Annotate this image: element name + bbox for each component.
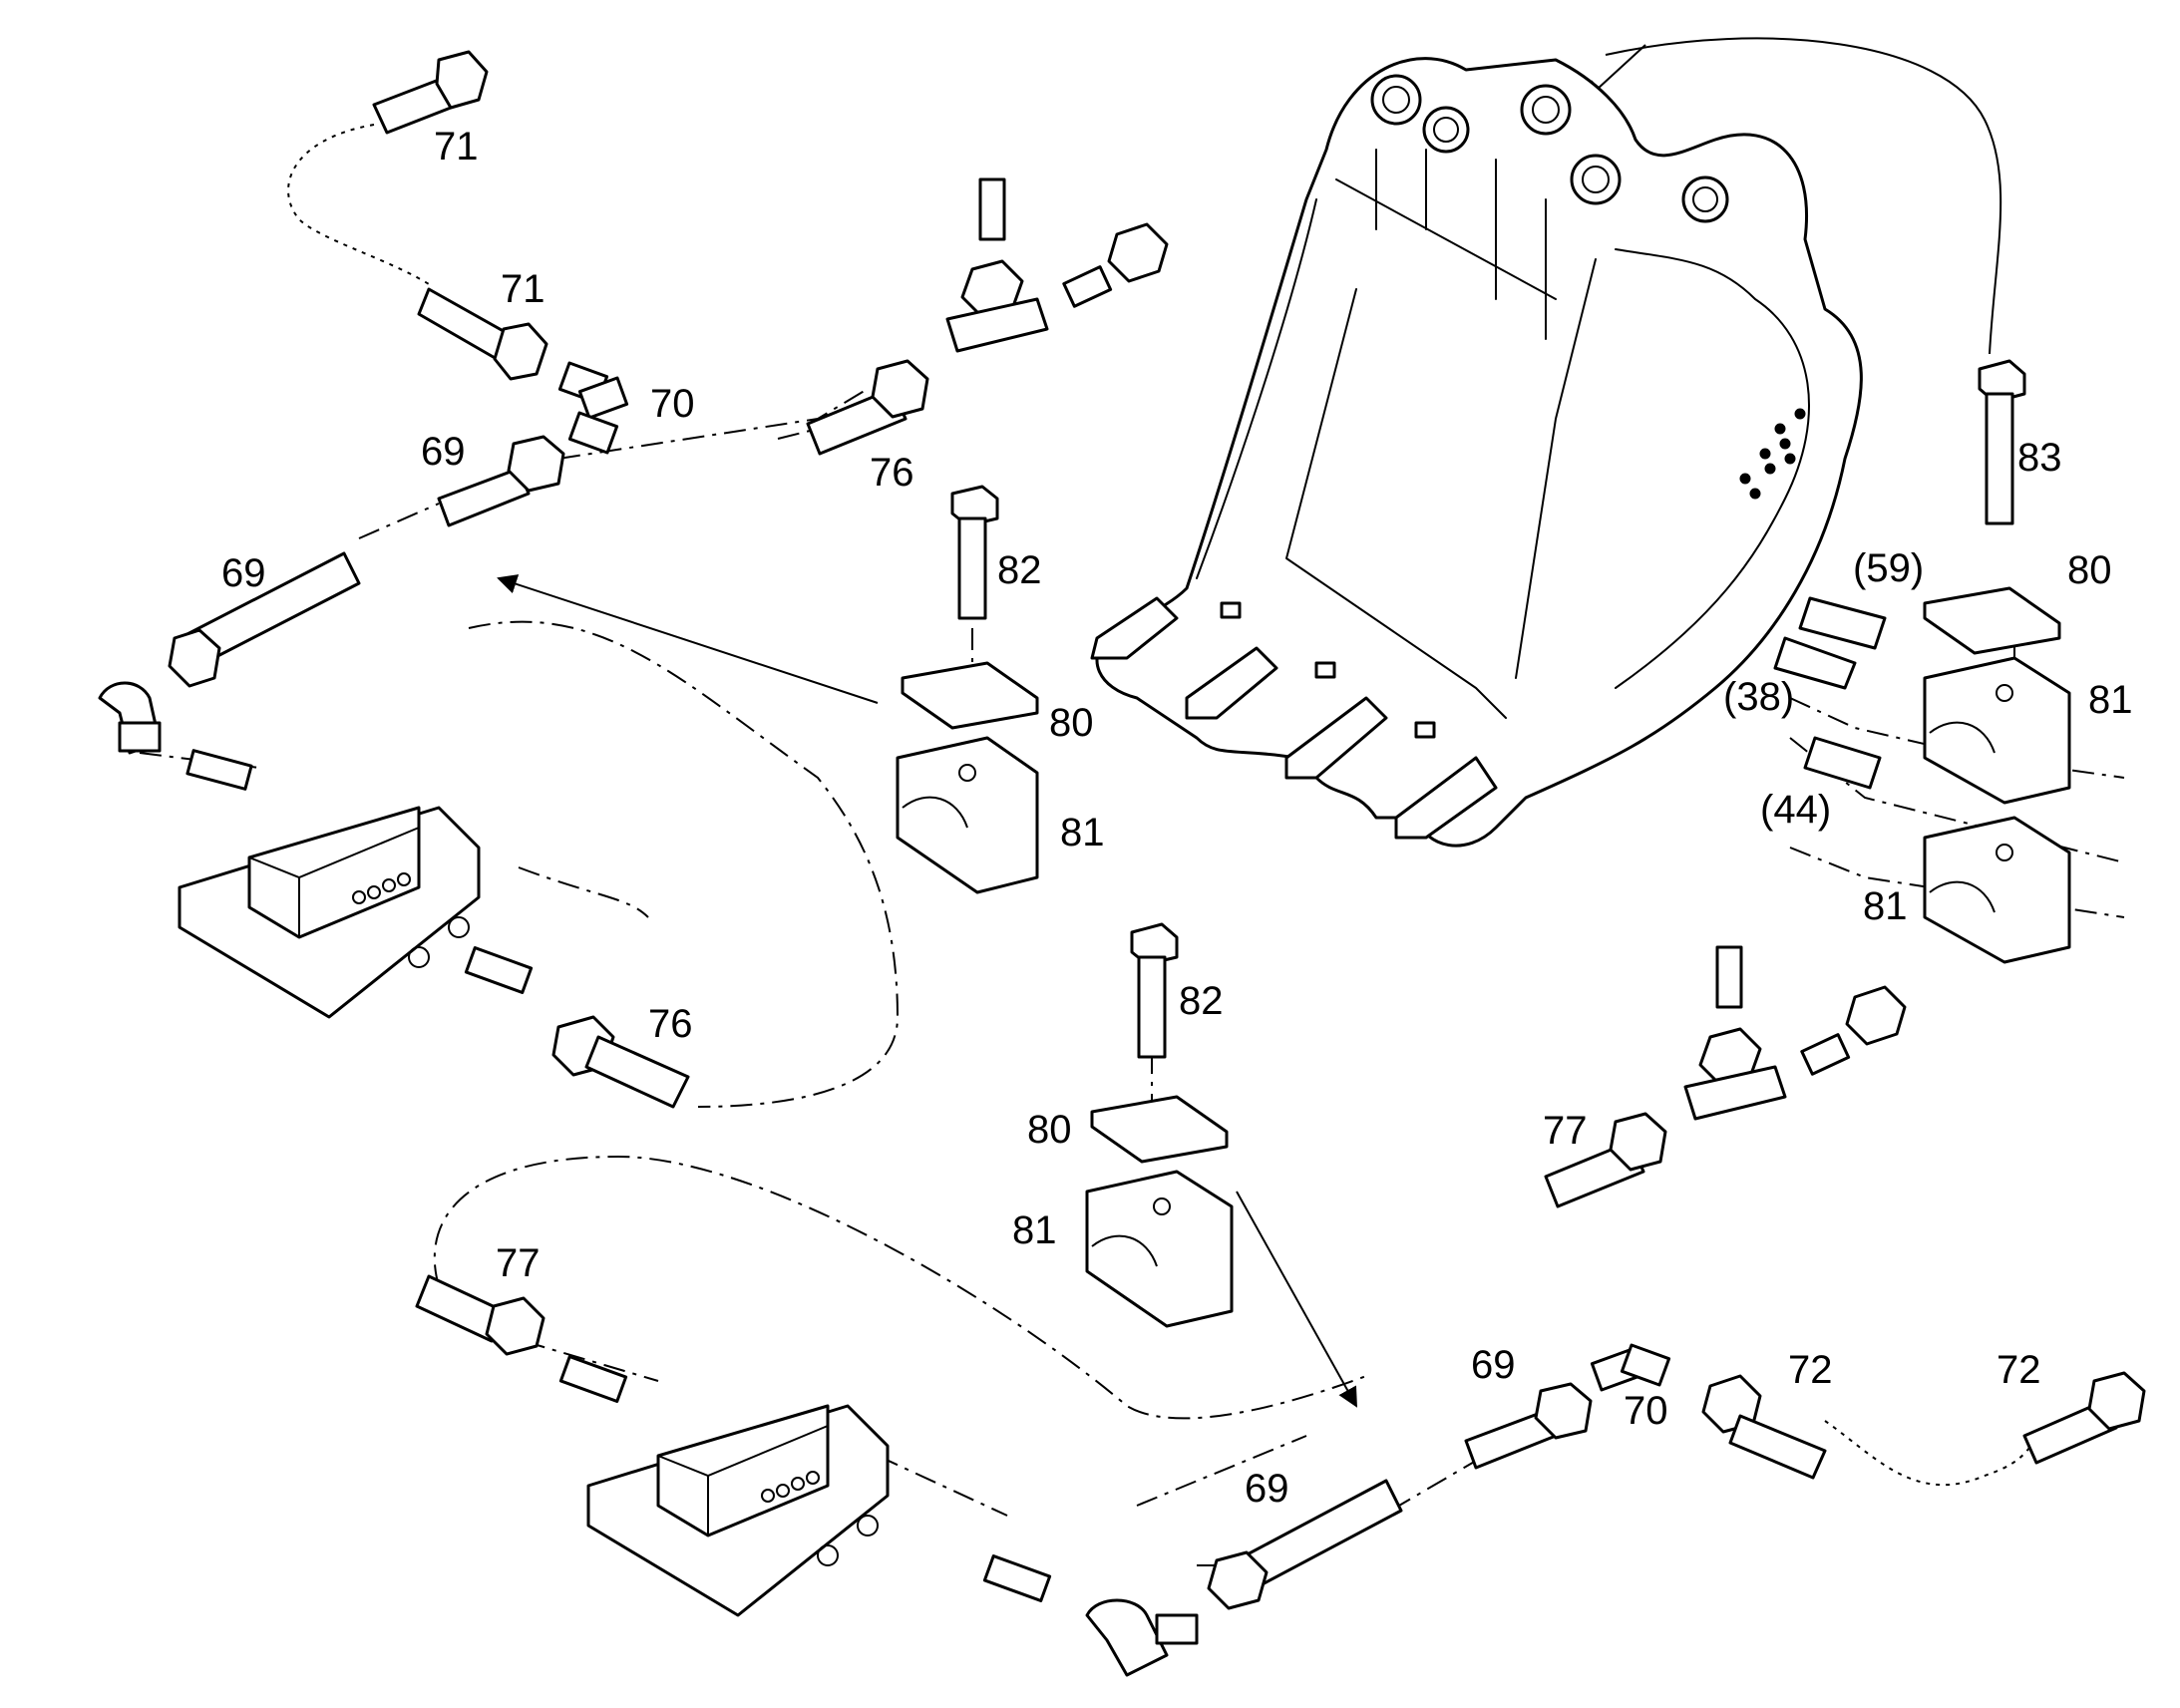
- fitting-hose-end-77-right: [1544, 1112, 1667, 1208]
- fitting-adapter-left: [185, 749, 253, 791]
- fitting-hose-69-long: [168, 551, 361, 688]
- bucket: [1090, 57, 1863, 848]
- callout-44: (44): [1760, 788, 1831, 832]
- callout-59: (59): [1853, 546, 1924, 590]
- plate-80-upper: [901, 661, 1039, 730]
- manifold-block-upper: [178, 806, 481, 1019]
- fitting-adapter-upper-right: [464, 946, 534, 994]
- clamp-81-upper: [896, 736, 1039, 894]
- fitting-hose-69-long-lower: [1207, 1479, 1403, 1610]
- callout-71: 71: [501, 267, 545, 311]
- callout-83: 83: [2017, 436, 2062, 480]
- fitting-hose-end-71-top: [372, 50, 489, 135]
- callout-81-right-upper: 81: [2088, 678, 2133, 722]
- bolt-82-lower: [1130, 922, 1179, 1059]
- callout-72-right: 72: [1997, 1348, 2041, 1392]
- fitting-elbow-left: [98, 681, 162, 755]
- clamp-81-lower: [1085, 1170, 1234, 1328]
- bolt-82-upper: [950, 485, 999, 620]
- fitting-hose-end-69-lower-right: [1464, 1382, 1593, 1470]
- callout-80-right: 80: [2067, 548, 2112, 592]
- plate-80-right: [1923, 586, 2061, 655]
- fitting-elbow-70-lower: [1590, 1343, 1671, 1392]
- fitting-hose-end-77-left: [415, 1274, 545, 1356]
- manifold-block-lower: [586, 1404, 890, 1617]
- fitting-tee-upper: [945, 177, 1169, 353]
- bolt-83: [1978, 359, 2026, 525]
- callout-81-right-lower: 81: [1863, 884, 1908, 928]
- callout-82-lower: 82: [1179, 979, 1224, 1023]
- fitting-hose-end-76: [806, 359, 929, 456]
- callout-labels: 71 71 70 69 69 76 76 82 80 81 83 (59) 80…: [221, 125, 2133, 1511]
- callout-76-upper: 76: [870, 451, 914, 495]
- fitting-hose-end-76-lower: [551, 1015, 690, 1109]
- callout-69: 69: [421, 430, 466, 474]
- bucket-vent-holes: [1739, 408, 1806, 500]
- fitting-elbow-70: [557, 361, 629, 455]
- spacer-tubes-right: [1773, 596, 1887, 790]
- callout-70-lower: 70: [1624, 1389, 1668, 1433]
- callout-80-lower: 80: [1027, 1108, 1072, 1152]
- callout-69-lower-right: 69: [1471, 1343, 1516, 1387]
- callout-72-left: 72: [1788, 1348, 1833, 1392]
- fitting-elbow-lower: [1085, 1598, 1199, 1677]
- callout-70: 70: [650, 382, 695, 426]
- fitting-hose-end-72-right: [2022, 1371, 2146, 1465]
- plate-80-lower: [1090, 1095, 1229, 1164]
- callout-81-lower: 81: [1012, 1208, 1057, 1252]
- callout-76-lower: 76: [648, 1002, 693, 1046]
- callout-81-upper: 81: [1060, 811, 1105, 854]
- callout-69-lower-long: 69: [1245, 1467, 1289, 1511]
- bucket-teeth: [1090, 596, 1498, 840]
- callout-71-top: 71: [434, 125, 479, 169]
- callout-77-right: 77: [1543, 1109, 1588, 1153]
- fitting-hose-end-69: [437, 435, 565, 527]
- fitting-hose-end-72-left: [1701, 1374, 1827, 1480]
- clamp-81-right-lower: [1923, 816, 2071, 964]
- callout-38: (38): [1723, 675, 1794, 719]
- fitting-tee-lower: [1683, 945, 1907, 1121]
- callout-69-long: 69: [221, 551, 266, 595]
- callout-77-left: 77: [496, 1241, 541, 1285]
- fitting-adapter-lower-middle: [982, 1554, 1052, 1602]
- fitting-hose-end-71: [417, 287, 548, 381]
- callout-82-upper: 82: [997, 548, 1042, 592]
- callout-80-upper: 80: [1049, 701, 1094, 745]
- fitting-adapter-lower-left: [558, 1355, 628, 1403]
- clamp-81-right-upper: [1923, 656, 2071, 805]
